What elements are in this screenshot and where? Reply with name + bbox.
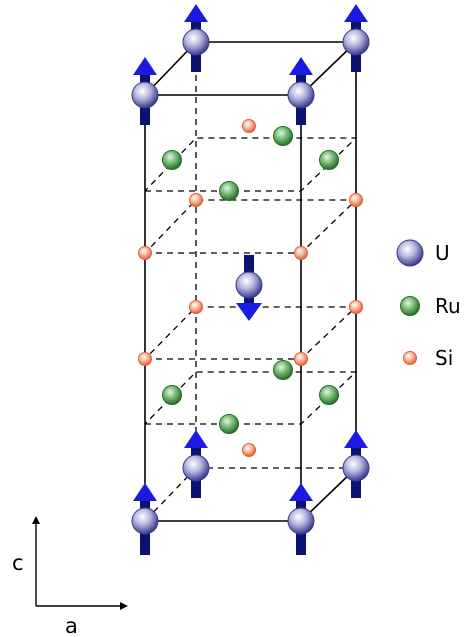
- ru-atom: [219, 181, 239, 201]
- u-atom: [342, 454, 370, 482]
- u-atoms: [131, 28, 370, 535]
- u-atom: [342, 28, 370, 56]
- ru-atom: [162, 150, 182, 170]
- ru-atom: [319, 385, 339, 405]
- u-atom: [287, 81, 315, 109]
- legend-ru-label: Ru: [435, 294, 461, 318]
- u-atom: [131, 507, 159, 535]
- si-atom: [189, 300, 203, 314]
- si-atom: [138, 246, 152, 260]
- legend: U Ru Si: [396, 239, 461, 370]
- si-atom: [242, 443, 256, 457]
- si-atom: [349, 193, 363, 207]
- u-atom: [131, 81, 159, 109]
- ru-atoms: [162, 126, 339, 434]
- u-atom: [182, 454, 210, 482]
- ru-atom: [319, 150, 339, 170]
- si-atom: [294, 352, 308, 366]
- legend-si-label: Si: [435, 346, 453, 370]
- si-atom: [349, 300, 363, 314]
- si-atom: [242, 119, 256, 133]
- axes-indicator: [32, 516, 128, 610]
- ru-atom: [273, 126, 293, 146]
- axis-c-label: c: [12, 551, 24, 575]
- si-atom: [138, 352, 152, 366]
- legend-u-label: U: [435, 241, 450, 265]
- si-atom: [294, 246, 308, 260]
- legend-si-icon: [403, 351, 417, 365]
- u-atom: [182, 28, 210, 56]
- ru-atom: [219, 414, 239, 434]
- si-atom: [189, 193, 203, 207]
- ru-atom: [273, 360, 293, 380]
- ru-atom: [162, 385, 182, 405]
- u-atom: [235, 271, 263, 299]
- unit-cell-edges: [144, 41, 358, 522]
- axis-a-label: a: [65, 614, 78, 637]
- legend-u-icon: [396, 239, 424, 267]
- u-atom: [287, 507, 315, 535]
- legend-ru-icon: [400, 296, 420, 316]
- si-atoms: [138, 119, 363, 457]
